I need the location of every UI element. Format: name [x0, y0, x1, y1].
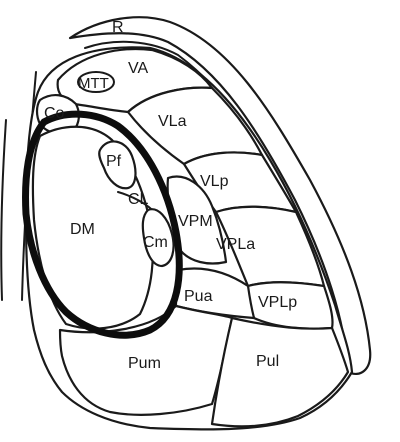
label-vplp: VPLp	[258, 294, 297, 311]
label-vpla: VPLa	[216, 236, 255, 253]
dm-highlight-ring	[22, 110, 183, 339]
label-dm: DM	[70, 221, 95, 238]
label-va: VA	[128, 60, 148, 77]
label-pua: Pua	[184, 288, 213, 305]
region-r[interactable]	[68, 16, 372, 376]
label-vlp: VLp	[200, 173, 229, 190]
region-cm[interactable]	[141, 208, 175, 268]
label-pum: Pum	[128, 355, 161, 372]
label-r: R	[112, 19, 124, 36]
region-pf[interactable]	[98, 140, 137, 190]
label-pul: Pul	[256, 353, 279, 370]
midline-left-edge	[0, 119, 7, 301]
region-pul[interactable]	[210, 316, 350, 428]
label-pf: Pf	[106, 153, 122, 170]
label-vpm: VPM	[178, 213, 213, 230]
label-cm: Cm	[143, 234, 168, 251]
label-cl: CL	[128, 191, 149, 208]
label-mtt: MTT	[78, 75, 109, 92]
label-co: Co	[44, 105, 65, 122]
label-vla: VLa	[158, 113, 187, 130]
mtt-marker	[77, 71, 115, 93]
